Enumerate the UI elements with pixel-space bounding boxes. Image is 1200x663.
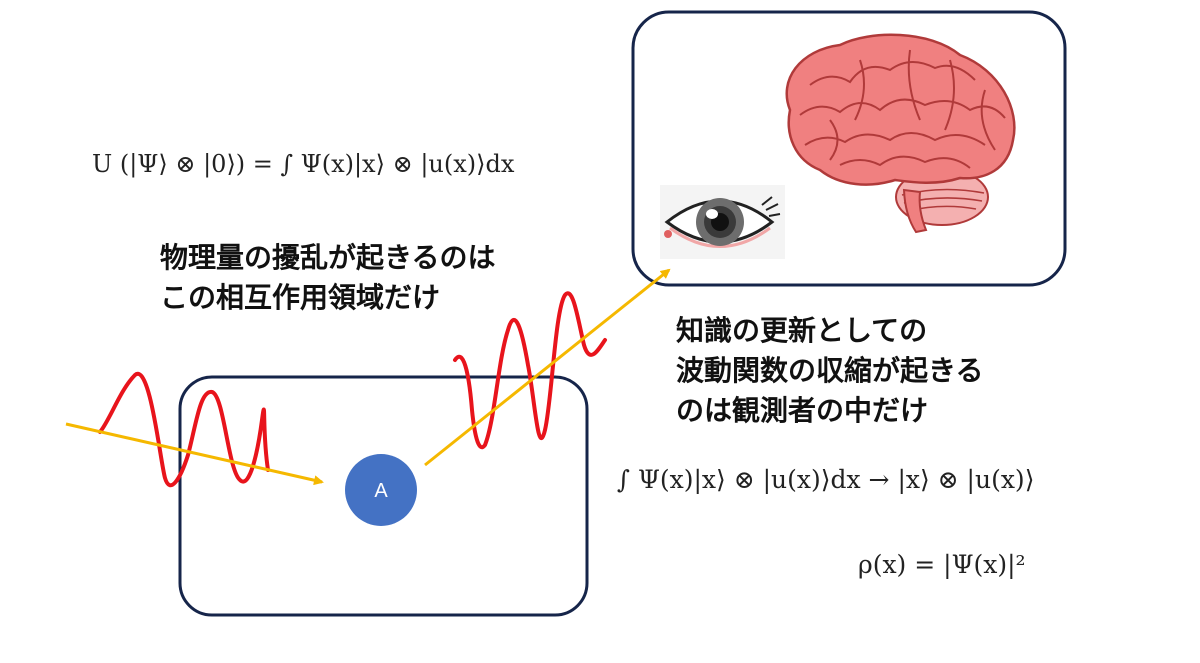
incoming-arrow — [65, 422, 324, 486]
observer-caption-line-2: 波動関数の収縮が起きる — [676, 354, 984, 387]
particle-a — [345, 454, 417, 526]
outgoing-wave-packet — [453, 291, 607, 450]
collapse-equation: ∫ Ψ(x)|x⟩ ⊗ |u(x)⟩dx → |x⟩ ⊗ |u(x)⟩ — [617, 465, 1035, 494]
unitary-evolution-equation: U (|Ψ⟩ ⊗ |0⟩) = ∫ Ψ(x)|x⟩ ⊗ |u(x)⟩dx — [92, 150, 515, 178]
brain-icon — [785, 33, 1016, 234]
interaction-region-caption: 物理量の擾乱が起きるのは この相互作用領域だけ — [160, 238, 495, 318]
observer-caption: 知識の更新としての 波動関数の収縮が起きる のは観測者の中だけ — [676, 311, 983, 431]
particle-label: A — [374, 480, 388, 502]
eye-icon — [660, 185, 785, 259]
outgoing-arrow — [424, 268, 671, 467]
probability-density-equation: ρ(x) = |Ψ(x)|² — [858, 550, 1026, 579]
interaction-region-box — [178, 375, 589, 617]
observer-box — [631, 10, 1067, 287]
interaction-caption-line-2: この相互作用領域だけ — [160, 281, 441, 314]
observer-caption-line-1: 知識の更新としての — [676, 314, 928, 347]
incoming-wave-packet — [98, 371, 270, 488]
interaction-caption-line-1: 物理量の擾乱が起きるのは — [160, 241, 496, 274]
observer-caption-line-3: のは観測者の中だけ — [676, 394, 929, 427]
